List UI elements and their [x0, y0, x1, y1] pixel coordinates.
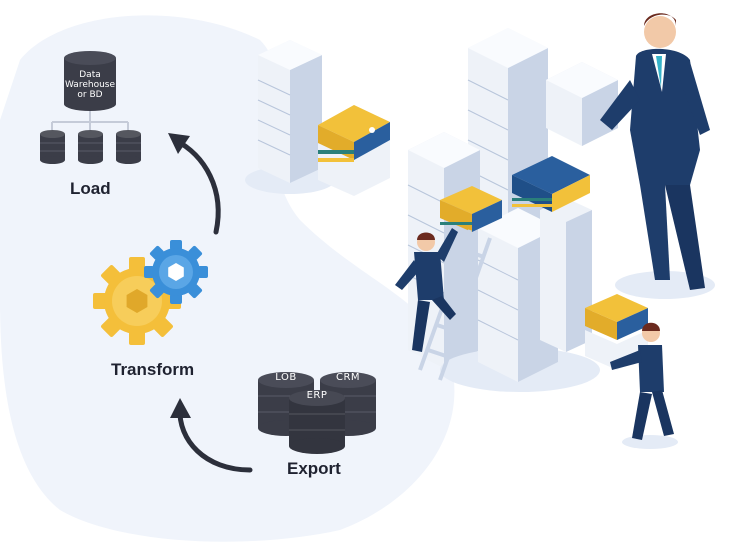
person-icon [395, 228, 458, 352]
export-database-group [258, 372, 376, 454]
gear-icon [144, 240, 208, 304]
load-database-group [40, 51, 141, 164]
load-db-text-line-1: Data [79, 70, 101, 80]
load-database-label: Data Warehouse or BD [64, 70, 116, 100]
folder-stack-icon [318, 105, 390, 196]
server-icon [546, 62, 618, 146]
database-icon [289, 390, 345, 454]
load-db-text-line-3: or BD [77, 90, 103, 100]
folder-stack-icon [440, 186, 502, 232]
server-icon [245, 40, 335, 194]
database-icon [116, 130, 141, 164]
load-stage-label: Load [70, 179, 111, 198]
database-icon [40, 130, 65, 164]
export-db-label-crm: CRM [335, 372, 361, 383]
transform-stage-label: Transform [111, 360, 195, 379]
export-db-label-erp: ERP [306, 390, 328, 401]
person-icon [600, 13, 715, 299]
export-stage-label: Export [287, 459, 341, 478]
database-icon [78, 130, 103, 164]
folder-stack-icon [512, 156, 590, 212]
export-db-label-lob: LOB [275, 372, 297, 383]
arrow-icon [168, 133, 221, 235]
load-db-text-line-2: Warehouse [64, 80, 116, 90]
person-icon [610, 322, 678, 449]
arrow-icon [170, 398, 253, 473]
database-icon [64, 51, 116, 111]
